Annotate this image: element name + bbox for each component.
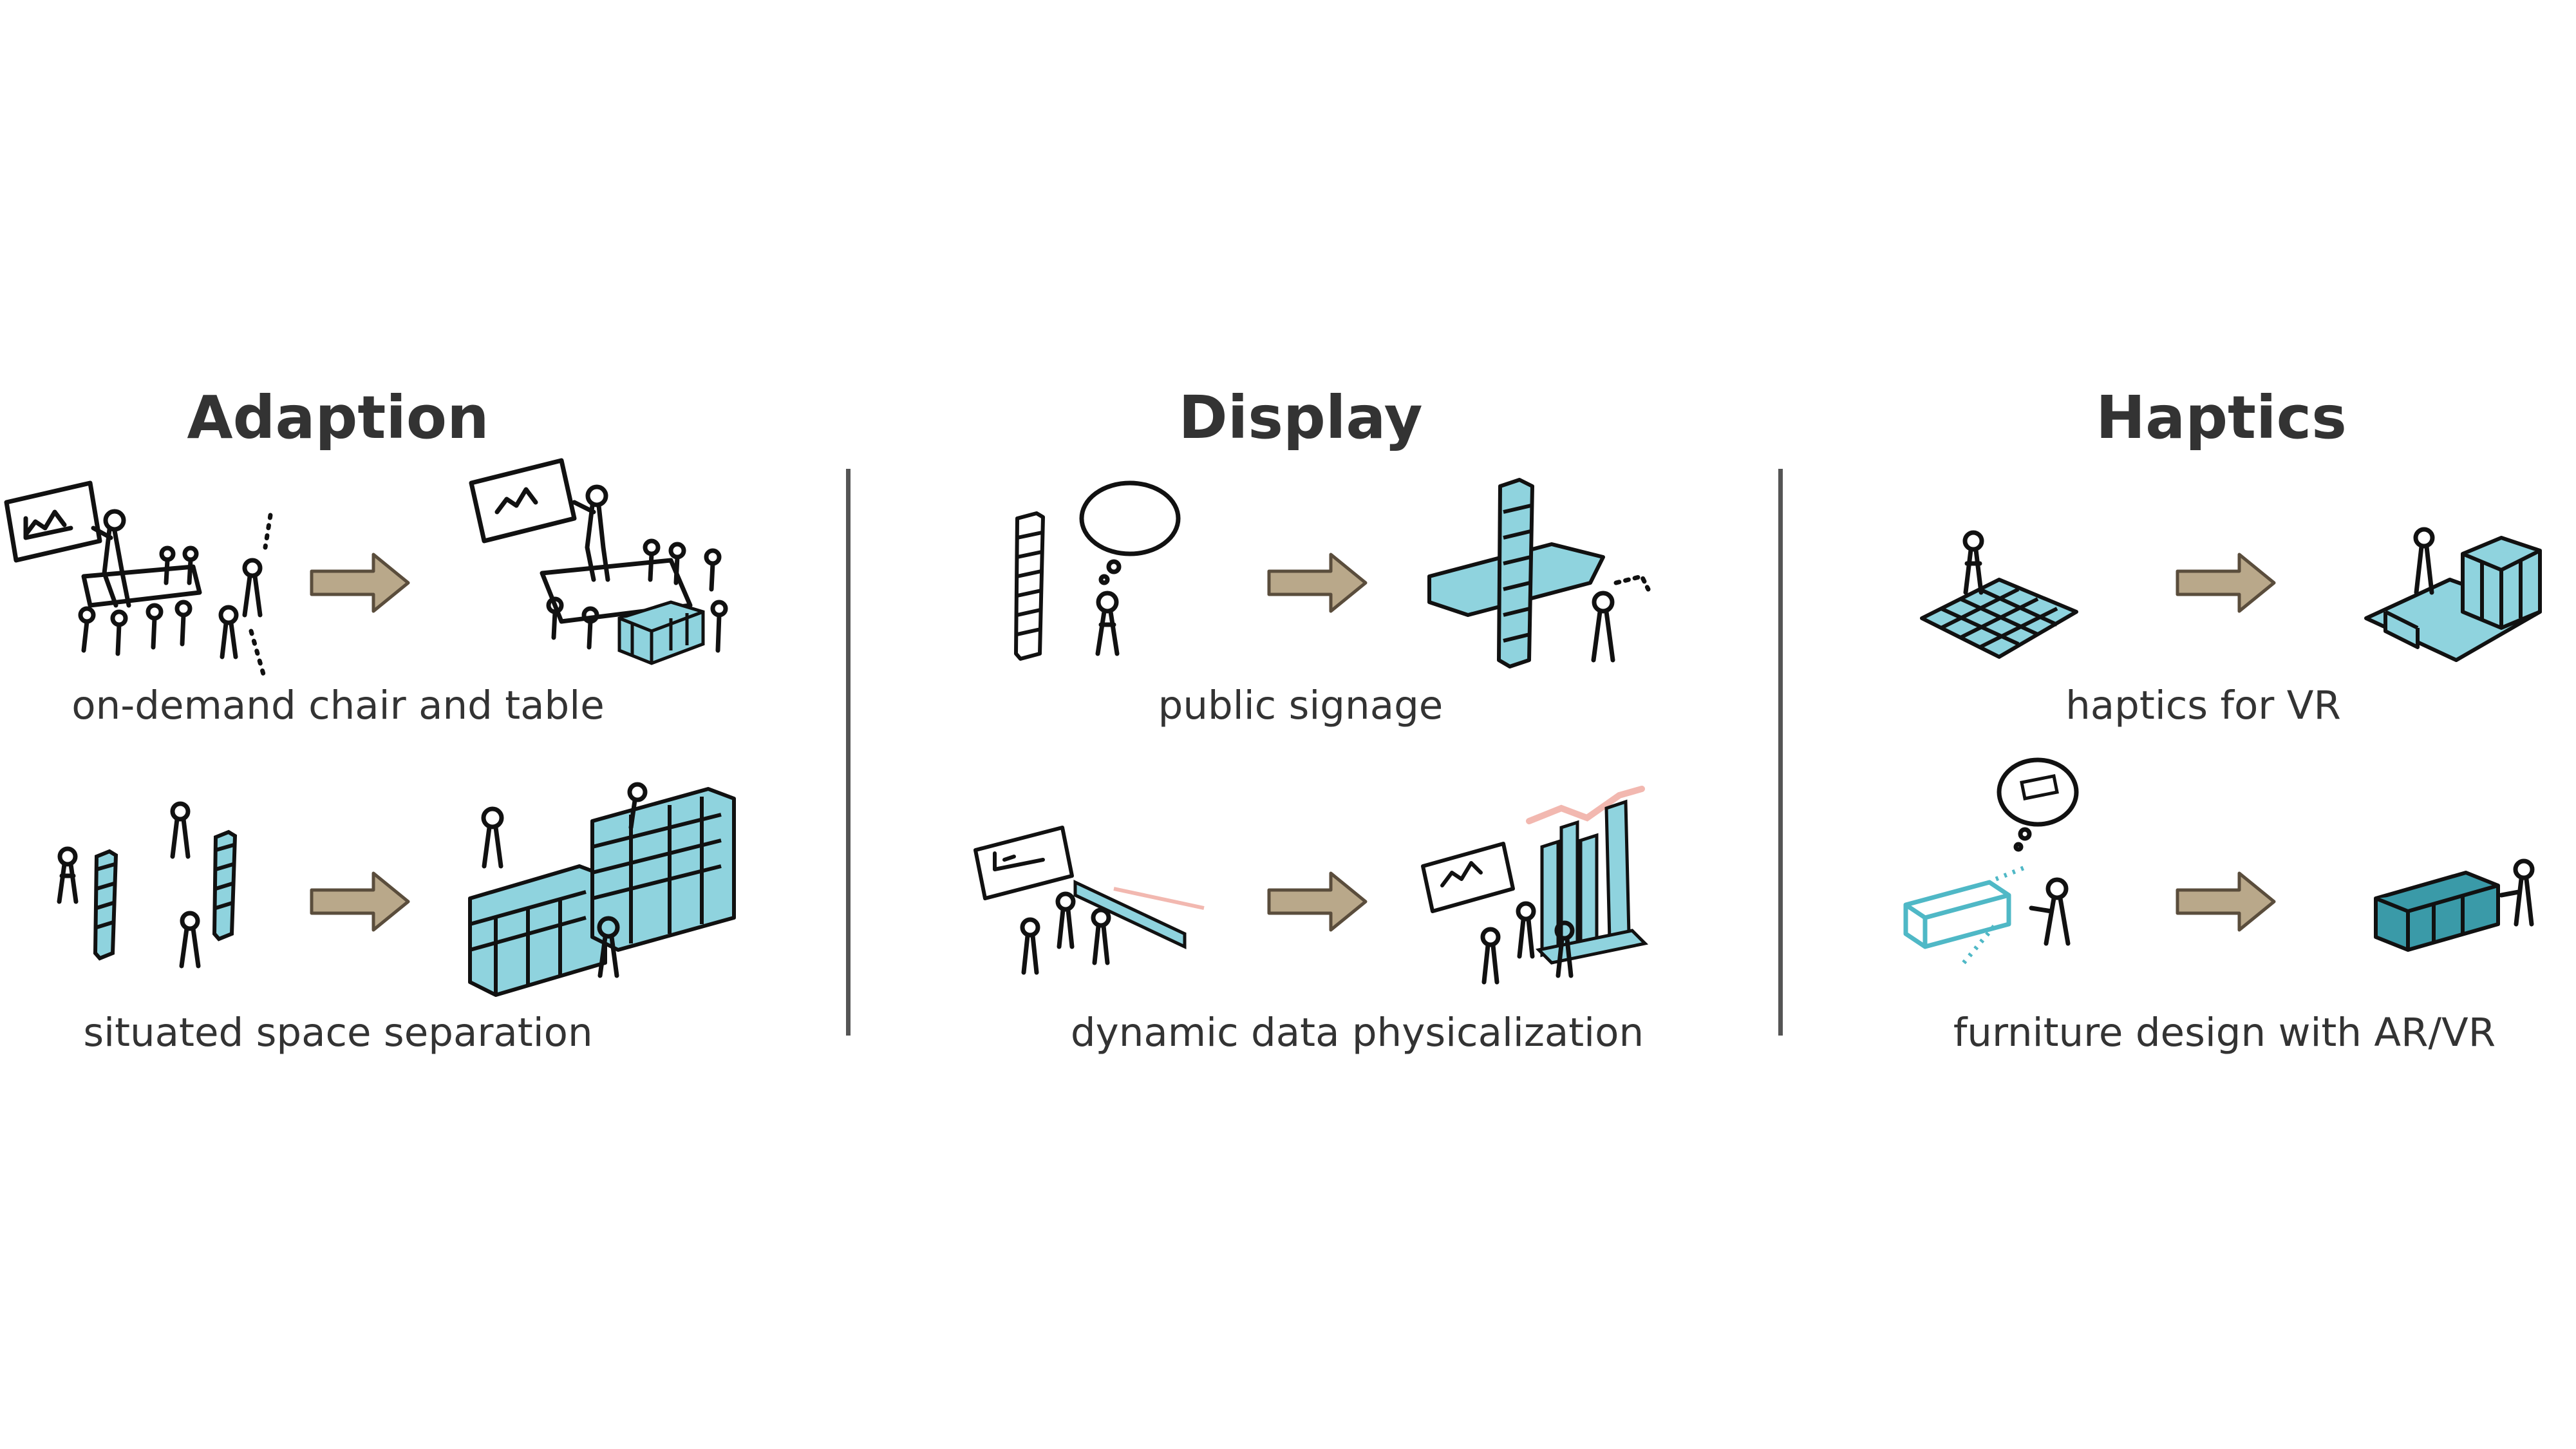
- sketch-data-after: [1421, 786, 1649, 985]
- arrow-icon: [2176, 871, 2276, 932]
- caption-chair-table: on-demand chair and table: [71, 683, 605, 728]
- caption-data-physicalization: dynamic data physicalization: [1070, 1010, 1644, 1056]
- heading-adaption: Adaption: [187, 383, 489, 452]
- caption-haptics-vr: haptics for VR: [2065, 683, 2341, 728]
- divider-right: [1778, 469, 1783, 1036]
- sketch-meeting-after: [469, 458, 728, 665]
- arrow-icon: [1267, 553, 1368, 613]
- sketch-furniture-before: [1903, 757, 2079, 965]
- sketch-signage-after: [1427, 478, 1651, 668]
- sketch-data-before: [973, 826, 1205, 975]
- arrow-icon: [1267, 871, 1368, 932]
- divider-left: [846, 469, 851, 1036]
- sketch-haptics-after: [2364, 527, 2542, 662]
- arrow-icon: [310, 553, 410, 613]
- arrow-icon: [2176, 553, 2276, 613]
- sketch-space-after: [468, 782, 736, 997]
- heading-display: Display: [1178, 383, 1423, 452]
- sketch-meeting-before: [4, 480, 273, 679]
- sketch-signage-before: [1014, 480, 1181, 661]
- sketch-furniture-after: [2374, 858, 2535, 952]
- caption-space-separation: situated space separation: [83, 1010, 593, 1056]
- caption-furniture-design: furniture design with AR/VR: [1953, 1010, 2496, 1056]
- arrow-icon: [310, 871, 410, 932]
- heading-haptics: Haptics: [2096, 383, 2347, 452]
- sketch-space-before: [57, 801, 238, 969]
- sketch-haptics-before: [1920, 530, 2078, 659]
- caption-public-signage: public signage: [1158, 683, 1443, 728]
